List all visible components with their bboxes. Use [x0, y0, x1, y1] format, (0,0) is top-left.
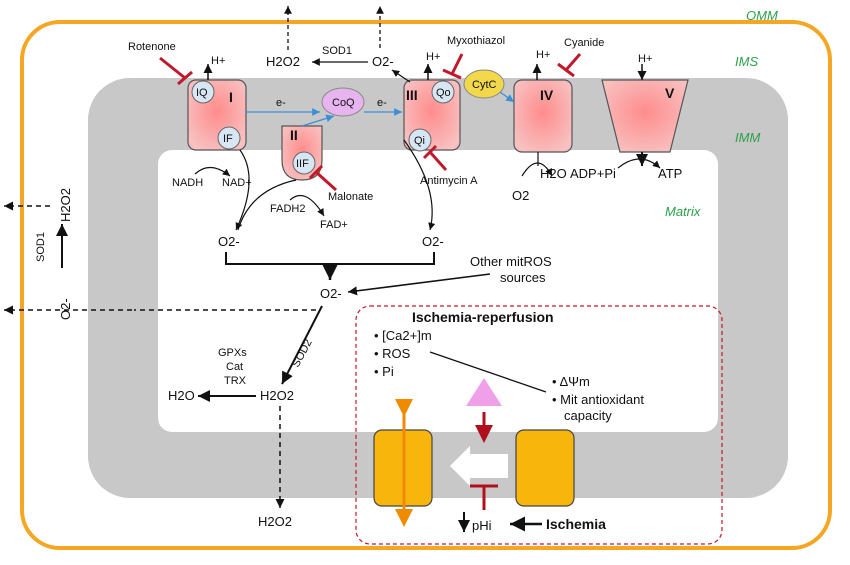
ims-o2-superoxide: O2-: [372, 54, 394, 69]
ims-h2o2-label: H2O2: [266, 54, 300, 69]
other-sources-line2: sources: [500, 270, 546, 285]
antimycin-label: Antimycin A: [420, 175, 478, 187]
electron-arrow-4: [301, 114, 335, 127]
matrix-label: Matrix: [665, 204, 701, 219]
ims-label: IMS: [735, 54, 758, 69]
ros-effect-line: [429, 351, 547, 393]
proton-v: H+: [638, 53, 652, 65]
rotenone-inhibitor: Rotenone: [128, 41, 193, 86]
electron-label-1: e-: [276, 97, 286, 109]
matrix-space: [158, 150, 718, 432]
complex-i: I IQ IF: [187, 79, 247, 151]
coq-label: CoQ: [332, 97, 355, 109]
matrix-h2o: H2O: [168, 388, 195, 403]
pink-triangle: [466, 378, 502, 406]
effect-delta-psi: • ΔΨm: [552, 374, 590, 389]
ischemia-bullet-pi: • Pi: [374, 364, 394, 379]
ptp-white-arrow: [450, 446, 508, 486]
cat-label: Cat: [226, 361, 243, 373]
ciii-superoxide-path: [403, 139, 436, 231]
ci-superoxide-path: [235, 149, 250, 231]
left-sod1-label: SOD1: [35, 232, 47, 262]
complex-v-label: V: [665, 85, 675, 101]
nad-label: NAD+: [222, 177, 252, 189]
ptp-block-right: [515, 429, 575, 507]
other-sources-arrow: [347, 273, 491, 296]
nadh-label: NADH: [172, 177, 203, 189]
cytc-carrier: [463, 69, 505, 99]
ischemia-box: [355, 305, 723, 545]
omm-label: OMM: [746, 8, 778, 23]
complex-iii-qo-site: Qo: [436, 87, 451, 99]
electron-arrow-3: [499, 91, 515, 103]
complex-v: V: [601, 79, 689, 153]
complex-iii-to-ims: [391, 69, 411, 83]
complex-iv: IV: [513, 79, 573, 153]
proton-iii: H+: [426, 51, 440, 63]
malonate-inhibitor: Malonate: [308, 164, 373, 203]
ischemia-bullet-ca: • [Ca2+]m: [374, 328, 432, 343]
complex-iii-label: III: [406, 87, 418, 103]
cytosol-h2o2: H2O2: [258, 514, 292, 529]
cii-superoxide-path: [237, 179, 297, 231]
complex-ii-f-site: IIF: [296, 158, 309, 170]
left-superoxide: O2-: [58, 298, 73, 320]
malonate-label: Malonate: [328, 191, 373, 203]
complex-i-label: I: [229, 89, 233, 105]
gpx-label: GPXs: [218, 347, 247, 359]
complex-iv-h2o: H2O: [540, 166, 567, 181]
myxothiazol-label: Myxothiazol: [447, 35, 505, 47]
fad-label: FAD+: [320, 219, 348, 231]
imm-label: IMM: [735, 130, 760, 145]
adp-pi-label: ADP+Pi: [570, 166, 616, 181]
other-sources-line1: Other mitROS: [470, 254, 552, 269]
complex-ii-label: II: [290, 127, 298, 143]
complex-iv-label: IV: [540, 87, 554, 103]
ischemia-box-title: Ischemia-reperfusion: [412, 309, 554, 325]
matrix-superoxide-center: O2-: [320, 286, 342, 301]
matrix-h2o2: H2O2: [260, 388, 294, 403]
myxothiazol-inhibitor: Myxothiazol: [442, 35, 505, 80]
left-h2o2: H2O2: [58, 188, 73, 222]
matrix-superoxide-left: O2-: [218, 234, 240, 249]
fadh2-label: FADH2: [270, 203, 305, 215]
complex-iii-qi-site: Qi: [414, 135, 425, 147]
nadh-to-nad-arc: [194, 166, 231, 177]
rotenone-label: Rotenone: [128, 41, 176, 53]
complex-iii: III Qo Qi: [403, 79, 461, 152]
effect-antioxidant: • Mit antioxidant: [552, 392, 644, 407]
ph-label: pHi: [472, 518, 492, 533]
ischemia-bullet-ros: • ROS: [374, 346, 411, 361]
trx-label: TRX: [224, 375, 247, 387]
cyanide-label: Cyanide: [564, 37, 604, 49]
complex-ii: II IIF: [281, 125, 323, 181]
complex-i-q-site: IQ: [196, 87, 208, 99]
ims-sod1-label: SOD1: [322, 45, 352, 57]
electron-label-2: e-: [377, 97, 387, 109]
cyanide-inhibitor: Cyanide: [557, 37, 604, 78]
complex-i-f-site: IF: [223, 133, 233, 145]
effect-capacity: capacity: [564, 408, 612, 423]
cytc-label: CytC: [472, 79, 497, 91]
ischemia-label: Ischemia: [546, 516, 606, 532]
matrix-superoxide-right: O2-: [422, 234, 444, 249]
coq-carrier: [321, 87, 365, 117]
proton-i: H+: [211, 55, 225, 67]
atp-label: ATP: [658, 166, 682, 181]
sod2-arrow: [281, 305, 323, 385]
proton-iv: H+: [536, 49, 550, 61]
fadh2-to-fad-arc: [289, 195, 325, 217]
antimycin-inhibitor: Antimycin A: [420, 144, 478, 187]
complex-iv-o2: O2: [512, 188, 529, 203]
